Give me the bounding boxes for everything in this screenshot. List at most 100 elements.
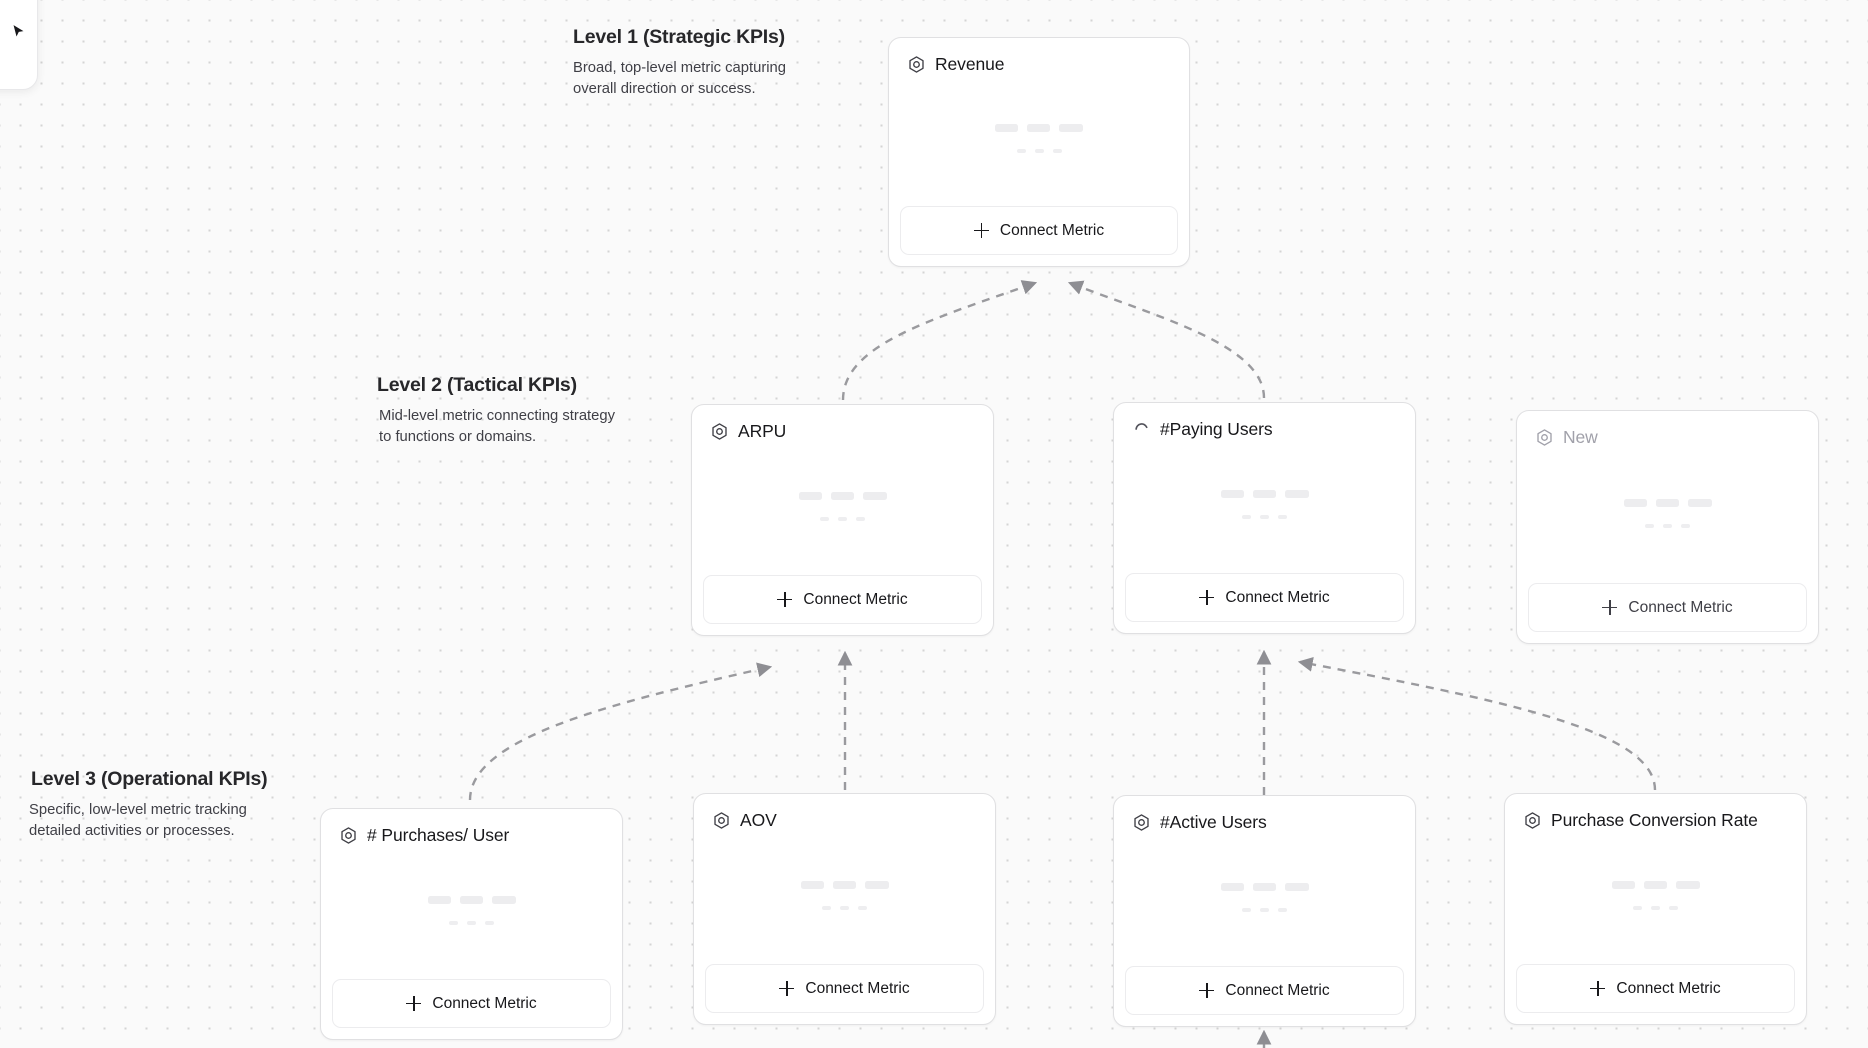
skeleton-row-secondary [1633,906,1678,910]
cursor-pointer-icon[interactable] [10,23,27,40]
level-2-label: Level 2 (Tactical KPIs) Mid-level metric… [377,374,624,449]
level-1-description: Broad, top-level metric capturing overal… [573,60,787,98]
card-header: # Purchases/ User [321,809,622,846]
connect-metric-button[interactable]: Connect Metric [705,964,984,1013]
hexagon-metric-icon [1134,814,1149,831]
skeleton-bar [1651,906,1660,910]
hexagon-metric-icon [909,56,924,73]
skeleton-row-primary [798,492,887,501]
skeleton-bar [1059,124,1083,133]
card-body-placeholder [889,75,1189,206]
skeleton-bar [449,921,458,925]
level-2-description: Mid-level metric connecting strategy to … [379,408,616,446]
skeleton-bar [1611,881,1635,890]
skeleton-bar [1633,906,1642,910]
edge-payingusers-revenue [1067,280,1266,399]
hexagon-metric-icon [1537,429,1552,446]
skeleton-row-secondary [1242,515,1287,519]
skeleton-row-secondary [1645,524,1690,528]
metric-card-arpu[interactable]: ARPU Connect Metric [691,404,994,636]
connect-metric-button[interactable]: Connect Metric [703,575,982,624]
skeleton-bar [838,517,847,521]
connect-metric-button[interactable]: Connect Metric [1125,573,1404,622]
metric-card-revenue[interactable]: Revenue Connect Metric [888,37,1190,267]
card-header: #Active Users [1114,796,1415,833]
metric-card-new[interactable]: New Connect Metric [1516,410,1819,644]
plus-icon [1199,590,1215,605]
skeleton-bar [1220,883,1244,892]
skeleton-row-primary [800,881,889,890]
card-body-placeholder [692,442,993,575]
metric-card-paying-users[interactable]: #Paying Users Connect Metric [1113,402,1416,634]
connect-metric-button[interactable]: Connect Metric [1125,966,1404,1015]
card-header: New [1517,411,1818,448]
metric-card-aov[interactable]: AOV Connect Metric [693,793,996,1025]
plus-icon [973,223,989,238]
skeleton-bar [1260,515,1269,519]
skeleton-row-secondary [449,921,494,925]
hexagon-metric-icon [1525,812,1540,829]
skeleton-bar [830,492,854,501]
skeleton-bar [1643,881,1667,890]
floating-toolbar-panel[interactable] [0,0,38,90]
connect-metric-label: Connect Metric [803,590,908,608]
card-title: Purchase Conversion Rate [1551,810,1758,830]
skeleton-bar [1675,881,1700,890]
card-title: # Purchases/ User [367,825,510,845]
plus-icon [1199,983,1215,998]
loading-spinner-icon [1135,423,1148,430]
hexagon-metric-icon [714,812,729,829]
skeleton-bar [1284,883,1309,892]
skeleton-bar [1687,499,1712,508]
metric-card-purchases-per-user[interactable]: # Purchases/ User Connect Metric [320,808,623,1040]
skeleton-row-secondary [1016,149,1062,153]
plus-icon [1602,600,1618,615]
skeleton-bar [459,896,483,905]
skeleton-bar [1242,515,1251,519]
level-1-title: Level 1 (Strategic KPIs) [573,26,785,48]
skeleton-row-primary [1611,881,1700,890]
skeleton-bar [1220,490,1244,499]
skeleton-bar [1681,524,1690,528]
card-header: #Paying Users [1114,403,1415,440]
skeleton-bar [822,906,831,910]
connect-metric-label: Connect Metric [432,994,537,1012]
card-title: AOV [740,810,777,830]
skeleton-bar [864,881,889,890]
skeleton-bar [1027,124,1050,133]
skeleton-bar [1260,908,1269,912]
edge-conversion-payingusers [1297,657,1657,791]
card-title: #Paying Users [1160,419,1273,439]
connect-metric-button[interactable]: Connect Metric [332,979,611,1028]
metric-card-purchase-conversion-rate[interactable]: Purchase Conversion Rate Connect Metric [1504,793,1807,1025]
skeleton-bar [491,896,516,905]
skeleton-bar [832,881,856,890]
skeleton-row-primary [1220,490,1309,499]
skeleton-bar [1645,524,1654,528]
skeleton-bar [485,921,494,925]
card-body-placeholder [1517,448,1818,583]
connect-metric-button[interactable]: Connect Metric [1528,583,1807,632]
skeleton-bar [1034,149,1044,153]
connect-metric-button[interactable]: Connect Metric [1516,964,1795,1013]
skeleton-bar [1663,524,1672,528]
card-title: #Active Users [1160,812,1267,832]
card-title: New [1563,427,1598,447]
skeleton-bar [1242,908,1251,912]
skeleton-bar [1252,490,1276,499]
card-header: Revenue [889,38,1189,75]
connect-metric-button[interactable]: Connect Metric [900,206,1178,255]
connect-metric-label: Connect Metric [1628,598,1733,616]
edge-arpu-revenue [841,280,1038,401]
connect-metric-label: Connect Metric [1225,588,1330,606]
skeleton-bar [798,492,822,501]
connect-metric-label: Connect Metric [1616,979,1721,997]
metric-card-active-users[interactable]: #Active Users Connect Metric [1113,795,1416,1027]
skeleton-bar [800,881,824,890]
skeleton-bar [840,906,849,910]
level-3-label: Level 3 (Operational KPIs) Specific, low… [29,768,284,843]
card-title: ARPU [738,421,787,441]
connect-metric-label: Connect Metric [999,221,1105,239]
level-3-description: Specific, low-level metric tracking deta… [29,802,247,840]
